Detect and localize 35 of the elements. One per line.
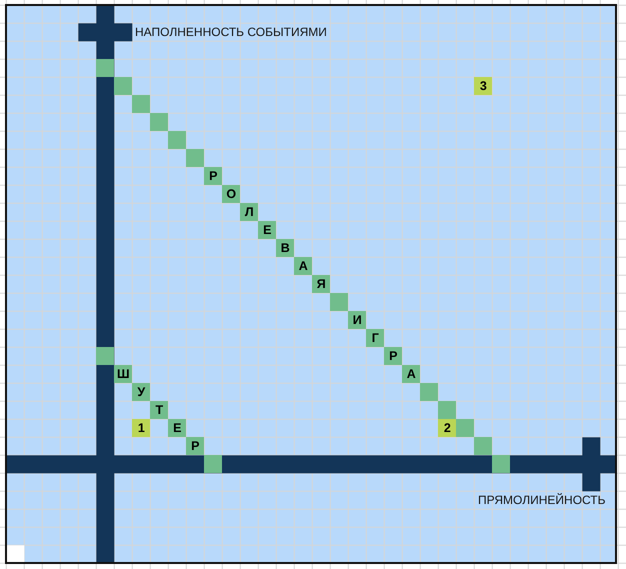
step-tile (186, 149, 204, 168)
letter-tile: А (402, 365, 420, 384)
letter-tile: Т (150, 401, 168, 420)
axis-label: НАПОЛНЕННОСТЬ СОБЫТИЯМИ (135, 24, 327, 42)
step-tile (456, 419, 474, 438)
letter-tile: Р (186, 437, 204, 456)
letter-tile: У (132, 383, 150, 402)
letter-tile: О (222, 185, 240, 204)
point-marker: 2 (438, 419, 456, 438)
letter-tile: А (294, 257, 312, 276)
step-tile (330, 293, 348, 312)
step-tile (168, 131, 186, 150)
step-tile (474, 437, 492, 456)
letter-tile: Е (258, 221, 276, 240)
step-tile (132, 95, 150, 114)
step-tile (492, 455, 510, 474)
letter-tile: Е (168, 419, 186, 438)
letter-tile: Г (366, 329, 384, 348)
letter-tile: Р (384, 347, 402, 366)
step-tile (96, 347, 114, 366)
step-tile (438, 401, 456, 420)
point-marker: 1 (132, 419, 150, 438)
step-tile (150, 113, 168, 132)
letter-tile: Р (204, 167, 222, 186)
step-tile (204, 455, 222, 474)
axis-label: ПРЯМОЛИНЕЙНОСТЬ (478, 492, 606, 510)
point-marker: 3 (474, 77, 492, 96)
letter-tile: Я (312, 275, 330, 294)
step-tile (420, 383, 438, 402)
letter-tile: Л (240, 203, 258, 222)
letter-tile: Ш (114, 365, 132, 384)
letter-tile: И (348, 311, 366, 330)
step-tile (96, 59, 114, 78)
step-tile (114, 77, 132, 96)
letter-tile: В (276, 239, 294, 258)
